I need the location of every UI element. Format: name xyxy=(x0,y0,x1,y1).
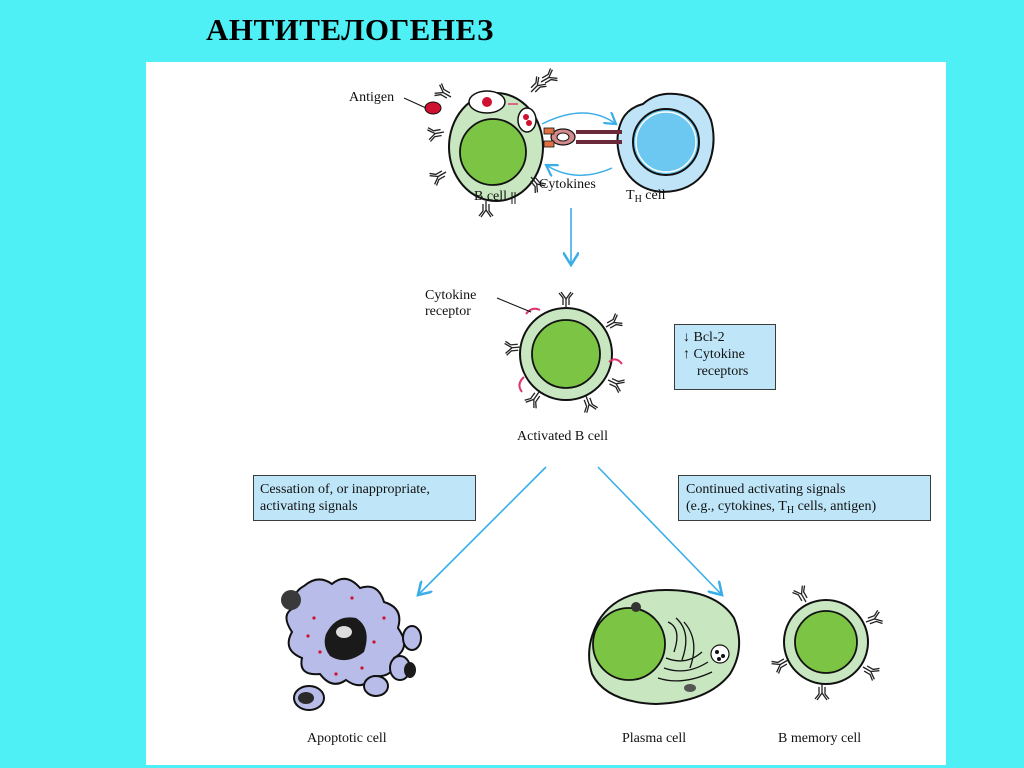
cytokine-receptor-label-line1: Cytokine xyxy=(425,288,477,303)
antigen-label: Antigen xyxy=(349,90,395,105)
slide-title: АНТИТЕЛОГЕНЕЗ xyxy=(206,12,494,47)
cessation-box-line1: Cessation of, or inappropriate, xyxy=(260,482,430,497)
b-memory-cell xyxy=(769,583,885,701)
continued-box: Continued activating signals (e.g., cyto… xyxy=(678,475,931,521)
continued-box-line2-sub: H xyxy=(786,505,795,516)
continued-box-line2-b: cells, antigen) xyxy=(794,499,877,514)
th-cell-label-sub: H xyxy=(634,194,642,205)
cytokine-receptor-label-line2: receptor xyxy=(425,304,471,319)
continued-box-line2-a: (e.g., cytokines, T xyxy=(686,499,787,514)
continued-box-line2: (e.g., cytokines, TH cells, antigen) xyxy=(686,498,930,519)
apoptotic-cell-label: Apoptotic cell xyxy=(307,731,387,746)
bcl-box-line2: ↑ Cytokine xyxy=(683,347,745,362)
th-cell-label-rest: cell xyxy=(641,188,666,203)
continued-box-line1: Continued activating signals xyxy=(686,482,846,497)
th-cell-label: TH cell xyxy=(626,188,666,208)
b-cell-receptor-small xyxy=(511,192,516,204)
bcl-box-line1: ↓ Bcl-2 xyxy=(683,330,725,345)
diagram-canvas xyxy=(281,67,885,711)
bcl-box: ↓ Bcl-2 ↑ Cytokine receptors xyxy=(674,324,776,390)
plasma-cell xyxy=(588,588,741,706)
activated-b-cell-label: Activated B cell xyxy=(517,429,608,444)
arrow-to-apoptosis xyxy=(418,466,547,595)
cessation-box: Cessation of, or inappropriate, activati… xyxy=(253,475,476,521)
bcl-box-line3: receptors xyxy=(697,364,749,379)
activated-b-cell xyxy=(503,291,627,415)
cytokine-arrow-top xyxy=(541,113,616,124)
apoptotic-cell xyxy=(281,577,422,711)
th-cell xyxy=(616,92,715,194)
cytokine-receptor-label: Cytokine receptor xyxy=(425,288,476,320)
arrow-to-plasma xyxy=(597,466,722,595)
b-cell-label: B cell xyxy=(474,189,508,204)
receptor-bridge xyxy=(543,127,622,148)
plasma-cell-label: Plasma cell xyxy=(622,731,687,746)
th-cell-label-main: T xyxy=(626,188,635,203)
cytokines-label: Cytokines xyxy=(539,177,596,192)
cytokine-receptor-pointer xyxy=(496,297,532,313)
diagram-panel: Antigen B cell Cytokines TH cell Cytokin… xyxy=(146,62,946,765)
b-cell-top xyxy=(403,67,560,218)
b-memory-cell-label: B memory cell xyxy=(778,731,862,746)
cytokine-arrow-bottom xyxy=(546,165,613,175)
cessation-box-line2: activating signals xyxy=(260,499,358,514)
antigen-icon xyxy=(424,101,442,115)
